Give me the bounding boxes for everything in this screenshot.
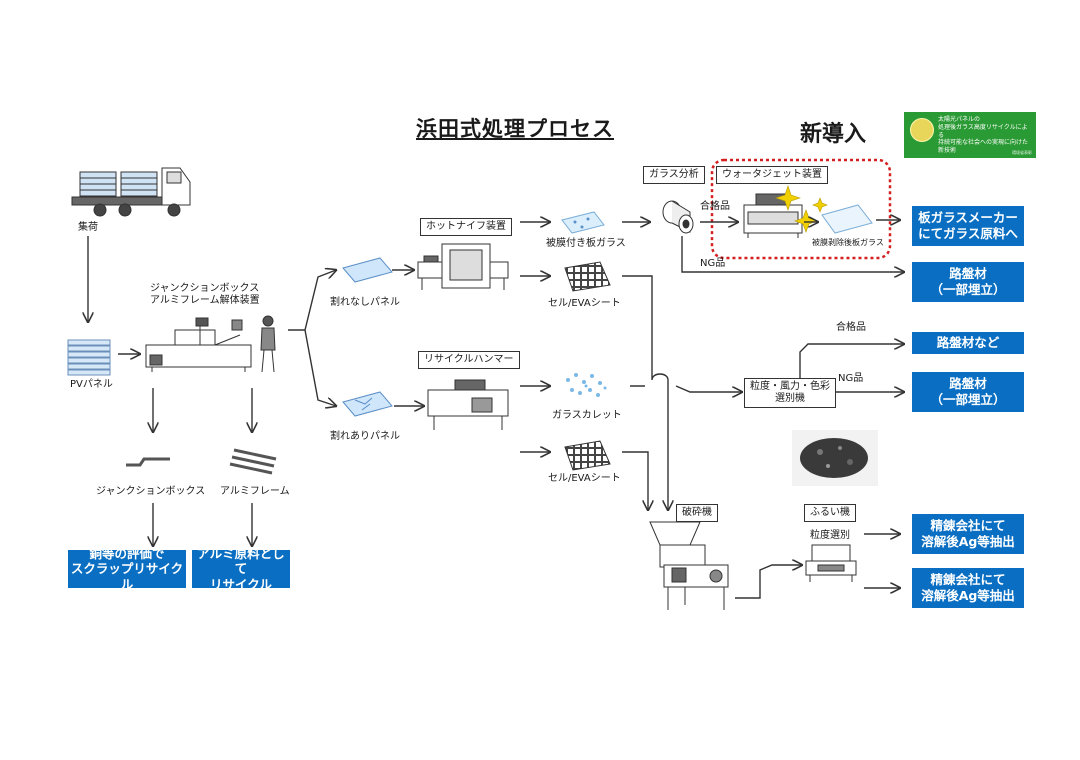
new-equipment-highlight [710, 158, 892, 260]
output-flat-glass-line2: にてガラス原料へ [918, 226, 1018, 241]
box-crusher: 破砕機 [676, 504, 718, 522]
output-smelter-1-line2: 溶解後Ag等抽出 [921, 534, 1015, 549]
output-roadbed-2-line2: （一部埋立） [930, 392, 1006, 407]
glass-cullet-icon [566, 373, 607, 397]
output-aluminum: アルミ原料として リサイクル [192, 546, 290, 592]
disassembly-machine-icon [145, 315, 276, 373]
page-title: 浜田式処理プロセス [416, 117, 614, 141]
output-roadbed-2-line1: 路盤材 [949, 376, 987, 392]
award-issuer: 環境省表彰 [1012, 149, 1032, 155]
output-copper-line2: スクラップリサイクル [70, 561, 184, 592]
truck-icon [71, 167, 191, 217]
output-aluminum-line1: アルミ原料として [197, 545, 285, 577]
new-badge: 新導入 [800, 122, 867, 147]
award-line2: 処理後ガラス高度リサイクルによる [938, 123, 1028, 139]
output-copper-line1: 銅等の評価で [89, 545, 165, 561]
output-roadbed-etc-text: 路盤材など [936, 335, 1000, 351]
label-glass-cullet: ガラスカレット [552, 410, 622, 421]
output-roadbed-2: 路盤材 （一部埋立） [912, 372, 1024, 412]
label-cell-eva-1: セル/EVAシート [548, 298, 621, 309]
award-seal-icon [910, 118, 934, 142]
hot-knife-machine-icon [417, 243, 509, 290]
label-coated-glass: 被膜付き板ガラス [546, 238, 626, 249]
glass-roll-icon [662, 200, 694, 234]
award-badge: 太陽光パネルの 処理後ガラス高度リサイクルによる 持続可能な社会への実現に向けた… [904, 112, 1036, 158]
cell-eva-sheet-icon [564, 261, 611, 292]
label-pv-panel: PVパネル [70, 379, 113, 390]
output-roadbed-1-line2: （一部埋立） [930, 282, 1006, 297]
output-copper: 銅等の評価で スクラップリサイクル [68, 546, 186, 592]
cell-eva-sheet-icon-2 [564, 440, 611, 471]
label-ng-1: NG品 [700, 258, 726, 269]
output-roadbed-1: 路盤材 （一部埋立） [912, 262, 1024, 302]
sieve-machine-icon [805, 544, 857, 582]
label-ng-2: NG品 [838, 373, 864, 384]
label-particle-sort: 粒度選別 [810, 530, 850, 541]
label-collection: 集荷 [78, 222, 98, 233]
output-flat-glass-line1: 板ガラスメーカー [918, 210, 1018, 226]
output-smelter-2-line2: 溶解後Ag等抽出 [921, 588, 1015, 603]
label-unbroken-panel: 割れなしパネル [330, 297, 400, 308]
box-hot-knife: ホットナイフ装置 [420, 218, 512, 236]
output-roadbed-1-line1: 路盤材 [949, 266, 987, 282]
output-smelter-2-line1: 精錬会社にて [930, 572, 1006, 588]
broken-panel-icon [342, 391, 393, 417]
box-recycle-hammer: リサイクルハンマー [418, 351, 520, 369]
box-glass-analysis: ガラス分析 [643, 166, 705, 184]
panel-stack-icon [67, 339, 111, 376]
label-junction-box: ジャンクションボックス [96, 486, 206, 497]
output-smelter-1: 精錬会社にて 溶解後Ag等抽出 [912, 514, 1024, 554]
label-aluminum-frame: アルミフレーム [220, 486, 290, 497]
sorter-line2: 選別機 [775, 393, 805, 404]
label-stripped-glass: 被膜剥除後板ガラス [812, 238, 884, 247]
label-disassembly-line2: アルミフレーム解体装置 [150, 295, 260, 306]
stripped-glass-icon [821, 204, 873, 234]
granules-photo-icon [792, 430, 878, 486]
junction-box-icon [126, 457, 170, 467]
output-smelter-2: 精錬会社にて 溶解後Ag等抽出 [912, 568, 1024, 608]
label-disassembly: ジャンクションボックス アルミフレーム解体装置 [150, 283, 260, 307]
label-broken-panel: 割れありパネル [330, 431, 400, 442]
sorter-line1: 粒度・風力・色彩 [750, 381, 830, 392]
hammer-machine-icon [427, 379, 509, 430]
award-line1: 太陽光パネルの [938, 116, 981, 123]
label-disassembly-line1: ジャンクションボックス [150, 283, 260, 294]
output-roadbed-etc: 路盤材など [912, 332, 1024, 354]
coated-glass-icon [561, 211, 605, 234]
label-cell-eva-2: セル/EVAシート [548, 473, 621, 484]
flow-arrows [88, 220, 904, 599]
aluminum-frame-icon [229, 448, 277, 475]
output-aluminum-line2: リサイクル [210, 576, 272, 592]
output-flat-glass: 板ガラスメーカー にてガラス原料へ [912, 206, 1024, 246]
award-line3: 持続可能な社会への実現に向けた新技術 [938, 139, 1029, 155]
unbroken-panel-icon [342, 257, 393, 283]
output-smelter-1-line1: 精錬会社にて [930, 518, 1006, 534]
label-pass-1: 合格品 [700, 201, 730, 212]
box-sieve: ふるい機 [804, 504, 856, 522]
box-water-jet: ウォータジェット装置 [716, 166, 828, 184]
box-sorter: 粒度・風力・色彩 選別機 [744, 378, 836, 408]
water-jet-machine-icon [743, 193, 803, 238]
crusher-machine-icon [649, 521, 729, 610]
label-pass-2: 合格品 [836, 322, 866, 333]
